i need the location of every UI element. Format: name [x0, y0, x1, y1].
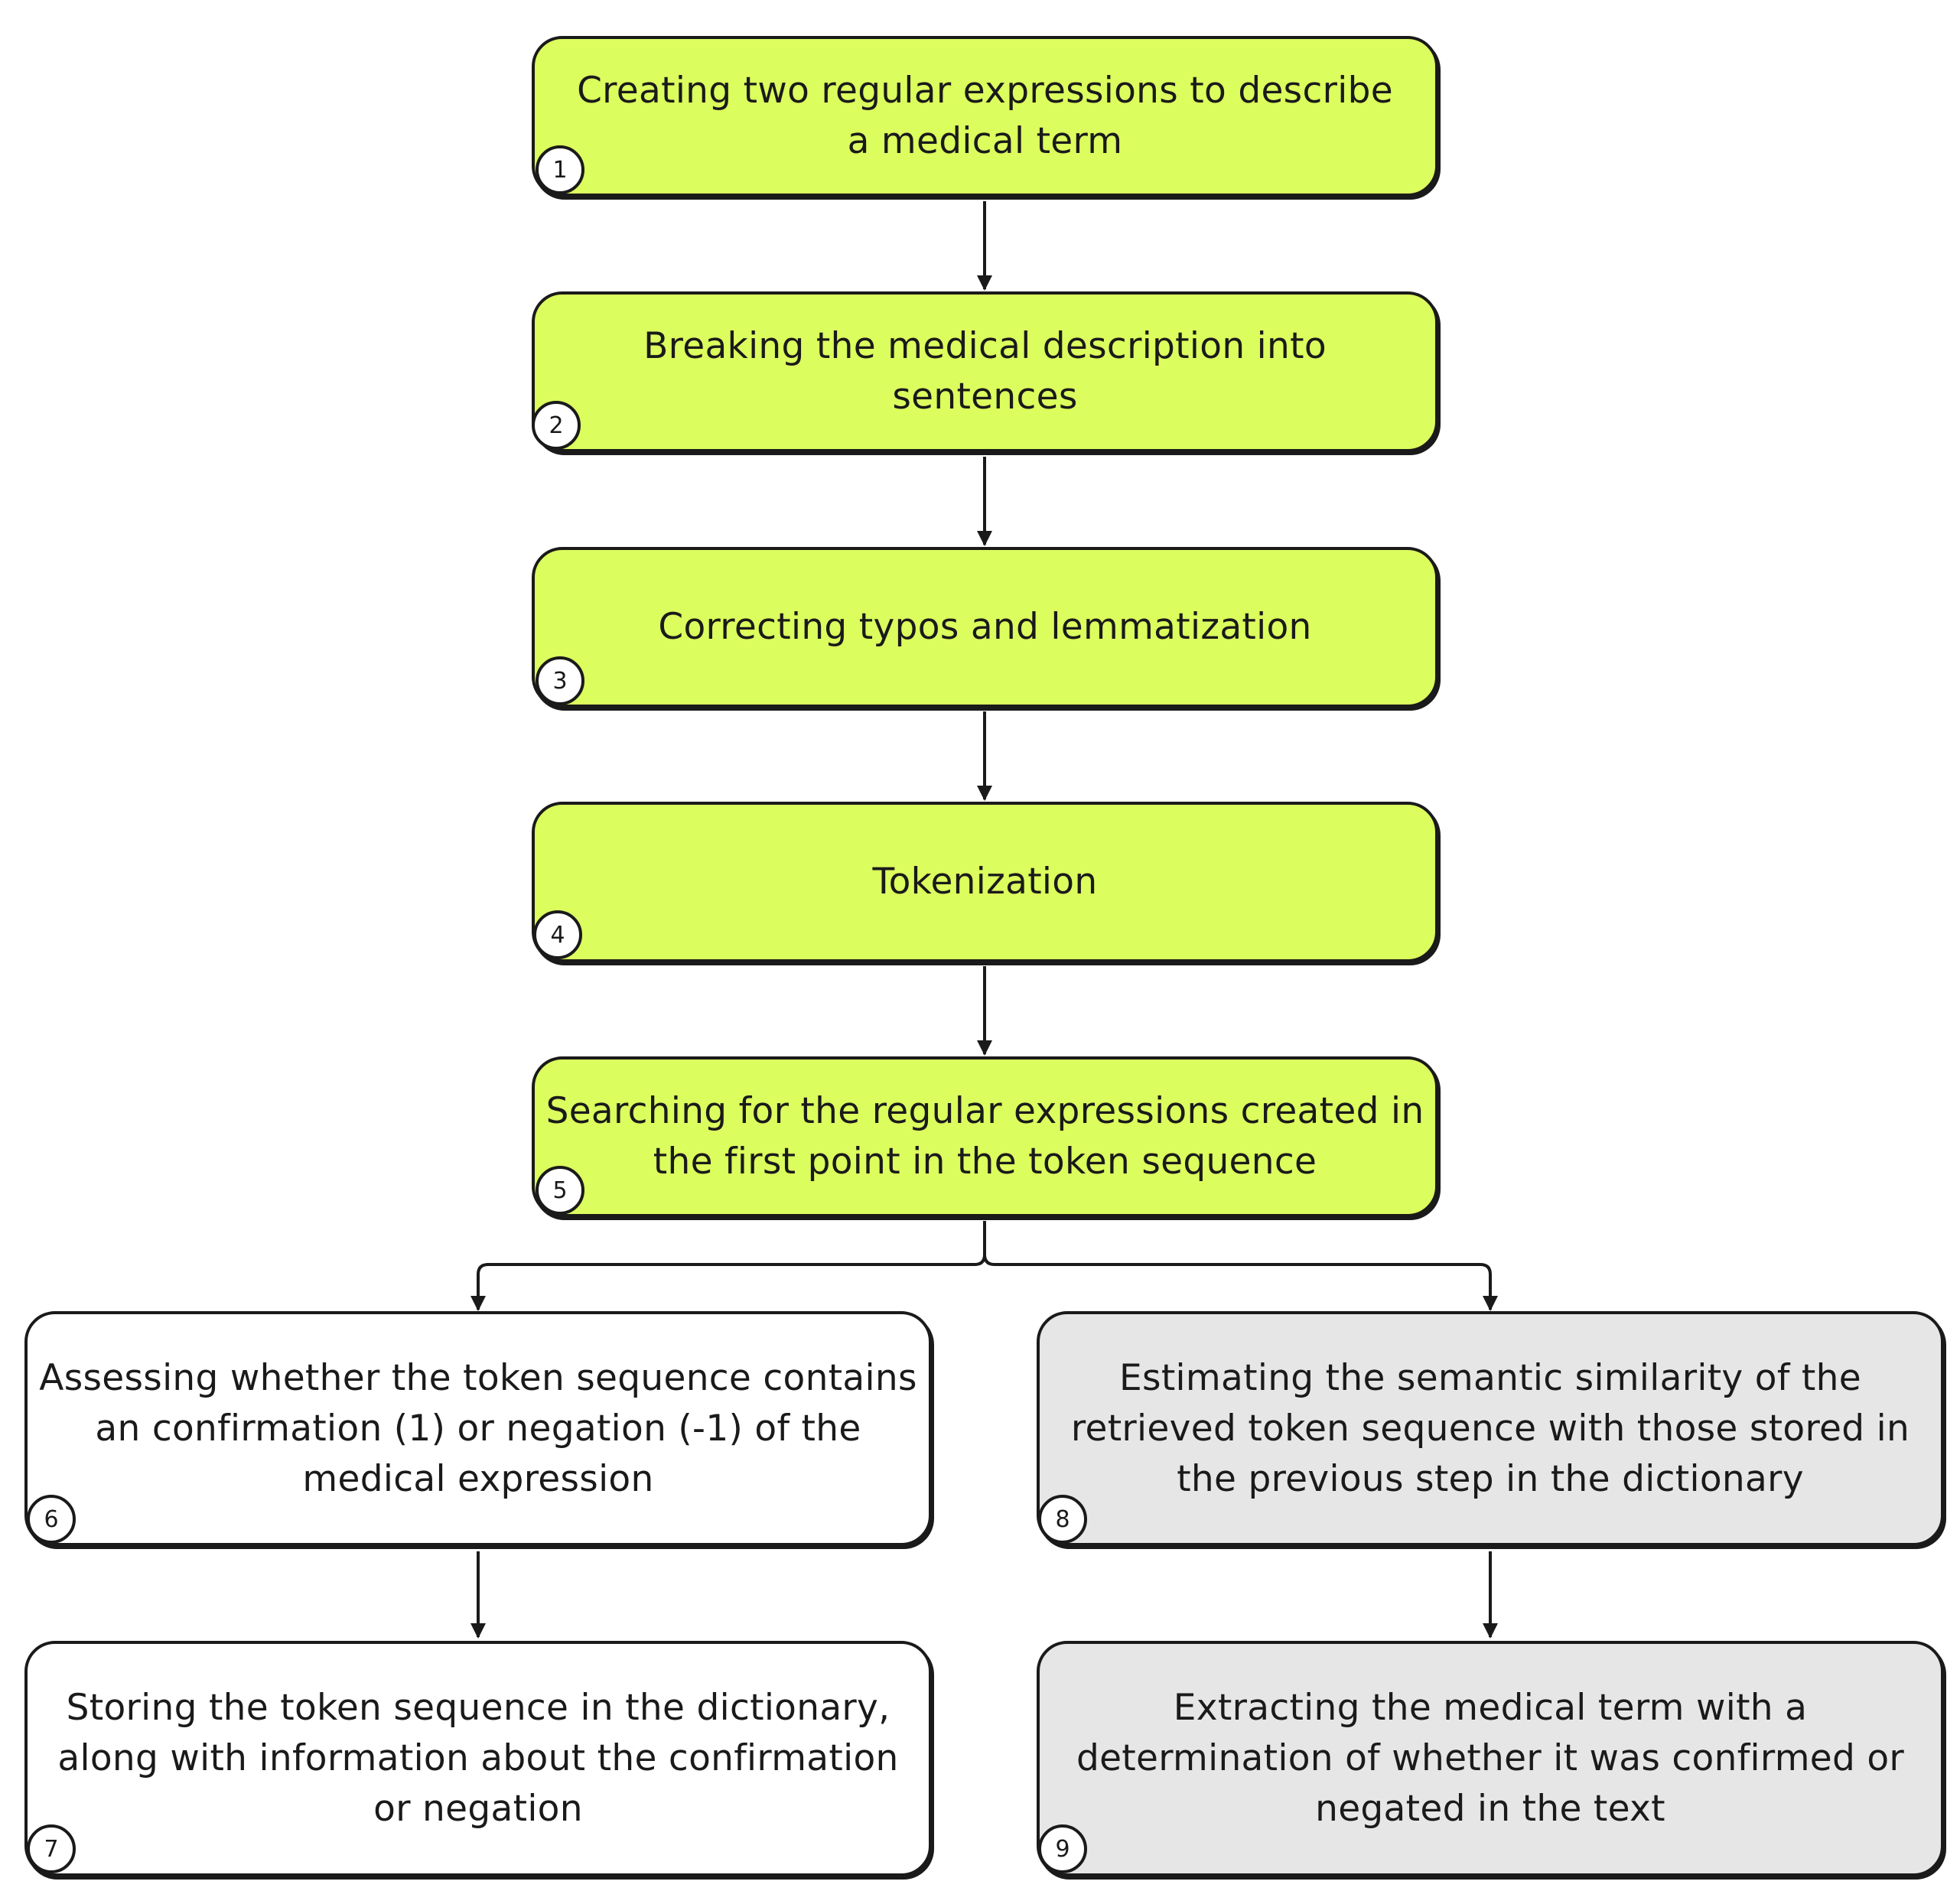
step-9-text: Extracting the medical term with a deter…: [1076, 1687, 1905, 1830]
step-8-box: Estimating the semantic similarity of th…: [1037, 1311, 1944, 1546]
step-7-box: Storing the token sequence in the dictio…: [24, 1641, 932, 1876]
step-1-text: Creating two regular expressions to desc…: [577, 70, 1393, 162]
step-5-box: Searching for the regular expressions cr…: [532, 1056, 1438, 1217]
step-6-number-badge: 6: [27, 1495, 76, 1544]
step-3-box: Correcting typos and lemmatization: [532, 547, 1438, 708]
step-7-text: Storing the token sequence in the dictio…: [57, 1687, 899, 1830]
step-2-text: Breaking the medical description into se…: [643, 325, 1327, 418]
step-4-number-badge: 4: [533, 910, 582, 959]
step-8-text: Estimating the semantic similarity of th…: [1070, 1356, 1910, 1500]
step-3-text: Correcting typos and lemmatization: [658, 606, 1312, 648]
step-2-box: Breaking the medical description into se…: [532, 291, 1438, 452]
step-9-number-badge: 9: [1038, 1824, 1087, 1873]
step-5-number-badge: 5: [536, 1166, 584, 1215]
step-6-box: Assessing whether the token sequence con…: [24, 1311, 932, 1546]
step-2-number-badge: 2: [532, 401, 581, 450]
step-1-box: Creating two regular expressions to desc…: [532, 36, 1438, 197]
step-4-box: Tokenization: [532, 802, 1438, 962]
step-3-number-badge: 3: [536, 656, 584, 705]
step-4-text: Tokenization: [872, 861, 1098, 903]
step-1-number-badge: 1: [536, 145, 584, 194]
step-5-text: Searching for the regular expressions cr…: [545, 1090, 1424, 1183]
step-9-box: Extracting the medical term with a deter…: [1037, 1641, 1944, 1876]
step-7-number-badge: 7: [27, 1824, 76, 1873]
step-6-text: Assessing whether the token sequence con…: [39, 1356, 917, 1500]
step-8-number-badge: 8: [1038, 1495, 1087, 1544]
branch-connector: [477, 1221, 1492, 1308]
